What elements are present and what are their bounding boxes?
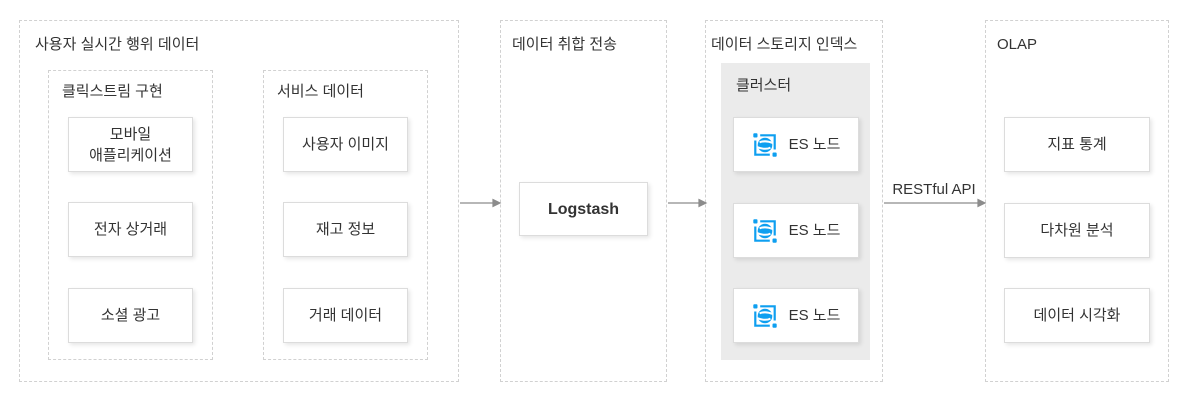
card-mobile-application: 모바일 애플리케이션 bbox=[68, 117, 193, 172]
group-service-data-title: 서비스 데이터 bbox=[277, 83, 364, 100]
card-logstash-label: Logstash bbox=[547, 200, 620, 218]
section-behavior-title: 사용자 실시간 행위 데이터 bbox=[35, 36, 200, 53]
card-user-image-label: 사용자 이미지 bbox=[302, 136, 389, 153]
card-transaction-data: 거래 데이터 bbox=[283, 288, 408, 343]
card-data-visualization: 데이터 시각화 bbox=[1004, 288, 1150, 343]
section-ingest-title: 데이터 취합 전송 bbox=[512, 36, 617, 53]
card-inventory-info-label: 재고 정보 bbox=[315, 221, 376, 238]
card-es-node-label: ES 노드 bbox=[788, 222, 841, 239]
card-inventory-info: 재고 정보 bbox=[283, 202, 408, 257]
card-social-ads-label: 소셜 광고 bbox=[100, 307, 161, 324]
elasticsearch-icon bbox=[752, 218, 777, 243]
card-es-node-label: ES 노드 bbox=[788, 136, 841, 153]
restful-api-label: RESTful API bbox=[892, 181, 976, 198]
card-metric-statistics-label: 지표 통계 bbox=[1047, 136, 1107, 153]
card-transaction-data-label: 거래 데이터 bbox=[308, 307, 383, 324]
card-ecommerce: 전자 상거래 bbox=[68, 202, 193, 257]
card-logstash: Logstash bbox=[519, 182, 648, 236]
card-user-image: 사용자 이미지 bbox=[283, 117, 408, 172]
section-behavior-data bbox=[19, 20, 459, 382]
card-es-node-3: ES 노드 bbox=[733, 288, 859, 343]
card-metric-statistics: 지표 통계 bbox=[1004, 117, 1150, 172]
card-es-node-1: ES 노드 bbox=[733, 117, 859, 172]
cluster-title: 클러스터 bbox=[736, 77, 792, 94]
card-ecommerce-label: 전자 상거래 bbox=[93, 221, 168, 238]
card-mobile-application-label: 모바일 애플리케이션 bbox=[89, 125, 172, 164]
card-es-node-label: ES 노드 bbox=[788, 307, 841, 324]
arrowhead-1 bbox=[492, 198, 502, 208]
card-multidimensional-analysis: 다차원 분석 bbox=[1004, 203, 1150, 258]
arrowhead-3 bbox=[977, 198, 987, 208]
group-clickstream-title: 클릭스트림 구현 bbox=[62, 83, 163, 100]
section-storage-title: 데이터 스토리지 인덱스 bbox=[711, 36, 858, 53]
card-social-ads: 소셜 광고 bbox=[68, 288, 193, 343]
elasticsearch-icon bbox=[752, 132, 777, 157]
card-es-node-2: ES 노드 bbox=[733, 203, 859, 258]
section-olap-title: OLAP bbox=[997, 36, 1038, 53]
card-multidimensional-analysis-label: 다차원 분석 bbox=[1040, 222, 1114, 239]
card-data-visualization-label: 데이터 시각화 bbox=[1033, 307, 1121, 324]
group-service-data bbox=[263, 70, 428, 360]
group-clickstream bbox=[48, 70, 213, 360]
elasticsearch-icon bbox=[752, 303, 777, 328]
